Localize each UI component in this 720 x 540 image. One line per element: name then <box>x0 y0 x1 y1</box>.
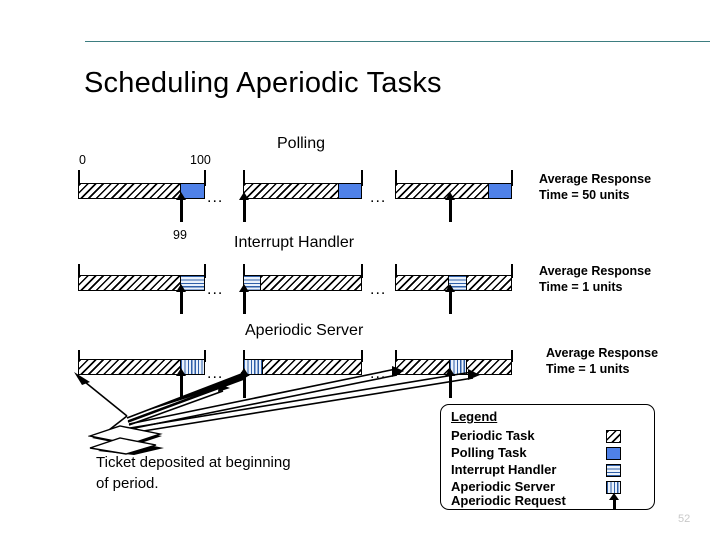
segment-periodic-task <box>465 360 511 374</box>
row-heading-interrupt-handler: Interrupt Handler <box>234 234 355 251</box>
timeline-bar-polling-2 <box>243 183 362 199</box>
ticket-caption: Ticket deposited at beginning of period. <box>96 452 366 494</box>
segment-periodic-task <box>79 184 181 198</box>
segment-periodic-task <box>465 276 511 290</box>
tick-mark <box>511 170 513 186</box>
note-line-1: Average Response <box>546 346 659 360</box>
legend-item-polling-task: Polling Task <box>451 445 647 462</box>
page-title: Scheduling Aperiodic Tasks <box>84 67 442 99</box>
axis-label-request: 99 <box>173 228 187 242</box>
legend-label: Polling Task <box>451 445 527 460</box>
header-divider <box>85 41 710 42</box>
segment-aperiodic-server <box>449 360 466 374</box>
timeline-bar-polling-1 <box>78 183 205 199</box>
timeline-bar-server-2 <box>243 359 362 375</box>
legend-label: Aperiodic Request <box>451 493 566 508</box>
segment-polling-task <box>180 184 204 198</box>
timeline-bar-server-3 <box>395 359 512 375</box>
ellipsis: ... <box>207 365 224 382</box>
axis-label-period: 100 <box>190 153 211 167</box>
legend-label: Interrupt Handler <box>451 462 557 477</box>
caption-line-2: of period. <box>96 475 159 492</box>
page-number: 52 <box>678 513 691 525</box>
ticket-icon <box>88 425 164 455</box>
timeline-bar-polling-3 <box>395 183 512 199</box>
note-line-1: Average Response <box>539 264 652 278</box>
tick-mark <box>243 264 245 278</box>
segment-polling-task <box>338 184 361 198</box>
tick-mark <box>361 350 363 362</box>
tick-mark <box>243 170 245 186</box>
segment-periodic-task <box>396 276 449 290</box>
tick-mark <box>395 350 397 362</box>
tick-mark <box>204 350 206 362</box>
tick-mark <box>243 350 245 362</box>
caption-line-1: Ticket deposited at beginning <box>96 454 291 471</box>
note-line-2: Time = 1 units <box>546 361 630 376</box>
ellipsis: ... <box>370 365 387 382</box>
tick-mark <box>204 170 206 186</box>
tick-mark <box>78 170 80 186</box>
segment-periodic-task <box>79 276 181 290</box>
legend-item-periodic-task: Periodic Task <box>451 428 647 445</box>
segment-periodic-task <box>261 360 361 374</box>
legend-label: Periodic Task <box>451 428 535 443</box>
tick-mark <box>395 170 397 186</box>
tick-mark <box>361 170 363 186</box>
tick-mark <box>78 264 80 278</box>
legend-label: Aperiodic Server <box>451 479 556 494</box>
segment-periodic-task <box>396 360 450 374</box>
legend-item-aperiodic-server: Aperiodic Server <box>451 479 647 496</box>
tick-mark <box>395 264 397 278</box>
row-heading-aperiodic-server: Aperiodic Server <box>245 322 364 339</box>
note-line-1: Average Response <box>539 172 652 186</box>
ellipsis: ... <box>207 189 224 206</box>
legend-item-aperiodic-request: Aperiodic Request <box>451 493 647 510</box>
timeline-bar-interrupt-1 <box>78 275 205 291</box>
segment-periodic-task <box>396 184 489 198</box>
tick-mark <box>511 264 513 278</box>
timeline-bar-interrupt-2 <box>243 275 362 291</box>
tick-mark <box>204 264 206 278</box>
legend-title: Legend <box>451 409 498 424</box>
tick-mark <box>78 350 80 362</box>
segment-polling-task <box>488 184 511 198</box>
legend-swatch-polling-task <box>606 447 621 460</box>
ellipsis: ... <box>370 189 387 206</box>
legend-swatch-interrupt-handler <box>606 464 621 477</box>
segment-periodic-task <box>259 276 361 290</box>
segment-periodic-task <box>79 360 181 374</box>
tick-mark <box>361 264 363 278</box>
ellipsis: ... <box>207 281 224 298</box>
legend-box: Legend Periodic Task Polling Task Interr… <box>440 404 655 510</box>
legend-swatch-periodic-task <box>606 430 621 443</box>
note-line-2: Time = 50 units <box>539 187 630 202</box>
segment-interrupt-handler <box>180 276 204 290</box>
legend-item-interrupt-handler: Interrupt Handler <box>451 462 647 479</box>
response-time-note-interrupt: Average Response Time = 1 units <box>539 264 651 295</box>
tick-mark <box>511 350 513 362</box>
ellipsis: ... <box>370 281 387 298</box>
segment-periodic-task <box>244 184 339 198</box>
response-time-note-server: Average Response Time = 1 units <box>546 346 658 377</box>
response-time-note-polling: Average Response Time = 50 units <box>539 172 651 203</box>
axis-label-start: 0 <box>79 153 86 167</box>
legend-swatch-aperiodic-request <box>608 493 620 510</box>
row-heading-polling: Polling <box>277 135 326 152</box>
note-line-2: Time = 1 units <box>539 279 623 294</box>
